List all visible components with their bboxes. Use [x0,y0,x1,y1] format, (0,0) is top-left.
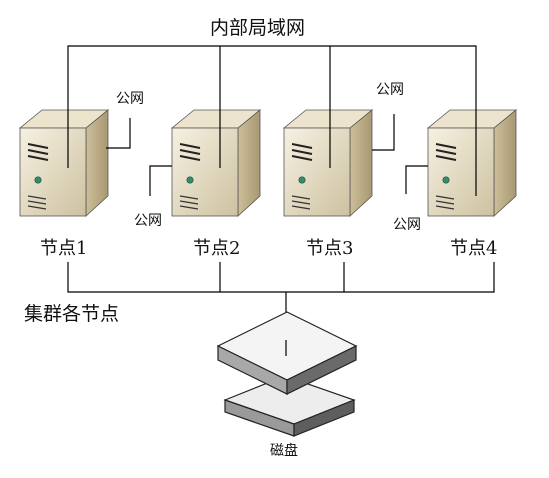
status-led-icon [34,176,42,184]
status-led-icon [442,176,450,184]
cluster-line [67,262,495,293]
vent-lines [291,195,311,210]
server-front [171,127,239,217]
server-side [85,109,109,217]
server-side [237,109,261,217]
disk-upper-right [286,345,357,395]
cluster-label: 集群各节点 [24,303,119,325]
status-led-icon [186,176,194,184]
public-label-node-2: 公网 [134,213,162,229]
disk-lower-right [293,399,355,437]
server-node-2 [170,109,262,217]
drive-bay-lines [179,143,201,161]
public-label-node-3: 公网 [376,82,404,98]
node-label-4: 节点4 [450,238,497,259]
server-side [493,109,517,217]
server-node-4 [426,109,518,217]
node-label-3: 节点3 [306,238,353,259]
vent-lines [435,195,455,210]
lan-bus [67,45,477,196]
public-link-node-1 [106,118,131,149]
public-label-node-1: 公网 [116,91,144,107]
vent-lines [179,195,199,210]
server-front [283,127,351,217]
lan-label: 内部局域网 [210,17,305,39]
node-label-2: 节点2 [193,238,240,259]
server-front [19,127,87,217]
drive-bay-lines [435,143,457,161]
drive-bay-lines [291,143,313,161]
lan-line-outer [67,45,477,196]
public-link-node-2 [149,165,172,196]
public-label-node-4: 公网 [393,217,421,233]
server-front [427,127,495,217]
public-network-links [106,114,428,196]
server-node-3 [282,109,374,217]
status-led-icon [298,176,306,184]
public-link-node-4 [405,165,428,194]
disk-icon [216,311,358,437]
vent-lines [27,195,47,210]
server-side [349,109,373,217]
node-label-1: 节点1 [40,238,87,259]
server-node-1 [18,109,110,217]
public-link-node-3 [372,114,395,151]
drive-bay-lines [27,143,49,161]
disk-label: 磁盘 [270,442,298,459]
